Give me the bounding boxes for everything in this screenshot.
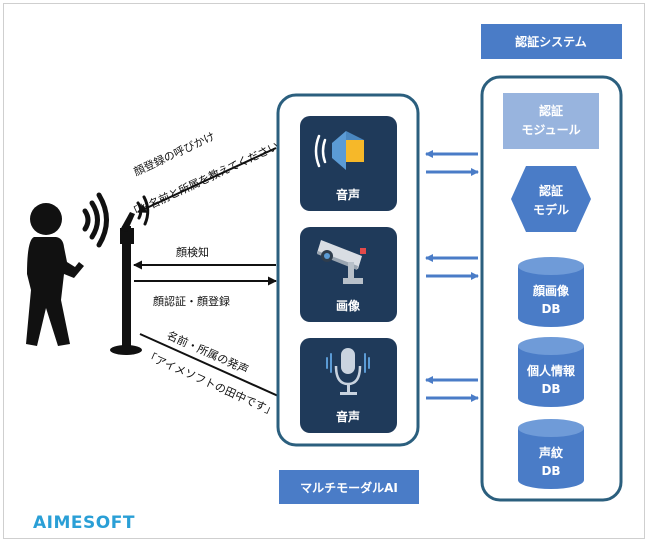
face-image-db-line2: DB xyxy=(541,302,560,316)
auth-system-title: 認証システム xyxy=(515,34,587,49)
audio-output-tile-label: 音声 xyxy=(336,187,360,202)
voiceprint-db-cylinder xyxy=(518,419,584,489)
double-arrow-audio-output xyxy=(425,150,479,176)
auth-model-line2: モデル xyxy=(533,202,569,217)
multimodal-ai-title-box xyxy=(279,470,419,504)
face-detection-label: 顔検知 xyxy=(176,245,209,259)
auth-system-title-box xyxy=(481,24,622,59)
name-affiliation-speech-arrow xyxy=(139,333,297,405)
face-image-db-line1: 顔画像 xyxy=(532,283,570,298)
auth-model-hexagon xyxy=(511,166,591,232)
double-arrow-image xyxy=(425,254,479,280)
prompt-quote-label: 「お名前と所属を教えてください」 xyxy=(126,134,291,221)
auth-module-line1: 認証 xyxy=(539,103,563,118)
double-arrow-audio-input xyxy=(425,376,479,402)
image-tile-label: 画像 xyxy=(336,298,361,313)
personal-info-db-line2: DB xyxy=(541,382,560,396)
personal-info-db-line1: 個人情報 xyxy=(526,363,576,378)
face-image-db-cylinder xyxy=(518,257,584,327)
auth-module-box xyxy=(503,93,599,149)
aimesoft-logo-text: AIMESOFT xyxy=(33,513,135,533)
personal-info-db-cylinder xyxy=(518,337,584,407)
aimesoft-logo: AIMESOFT xyxy=(33,513,135,533)
auth-model-line1: 認証 xyxy=(539,183,563,198)
voiceprint-db-line1: 声紋 xyxy=(538,445,564,460)
camera-icon xyxy=(317,240,366,284)
voiceprint-db-line2: DB xyxy=(541,464,560,478)
speech-waves-icon xyxy=(82,192,109,248)
person-icon xyxy=(26,203,84,346)
diagram-frame xyxy=(3,3,645,539)
face-registration-call-label: 顔登録の呼びかけ xyxy=(131,129,217,179)
audio-input-tile-label: 音声 xyxy=(336,409,360,424)
face-registration-call-arrow xyxy=(137,147,277,213)
speaker-icon xyxy=(314,131,364,170)
face-auth-registration-label: 顔認証・顔登録 xyxy=(153,294,230,308)
multimodal-ai-title: マルチモーダルAI xyxy=(300,480,398,495)
microphone-icon xyxy=(326,348,370,395)
auth-module-line2: モジュール xyxy=(521,123,580,137)
microphone-stand-icon xyxy=(110,212,142,355)
